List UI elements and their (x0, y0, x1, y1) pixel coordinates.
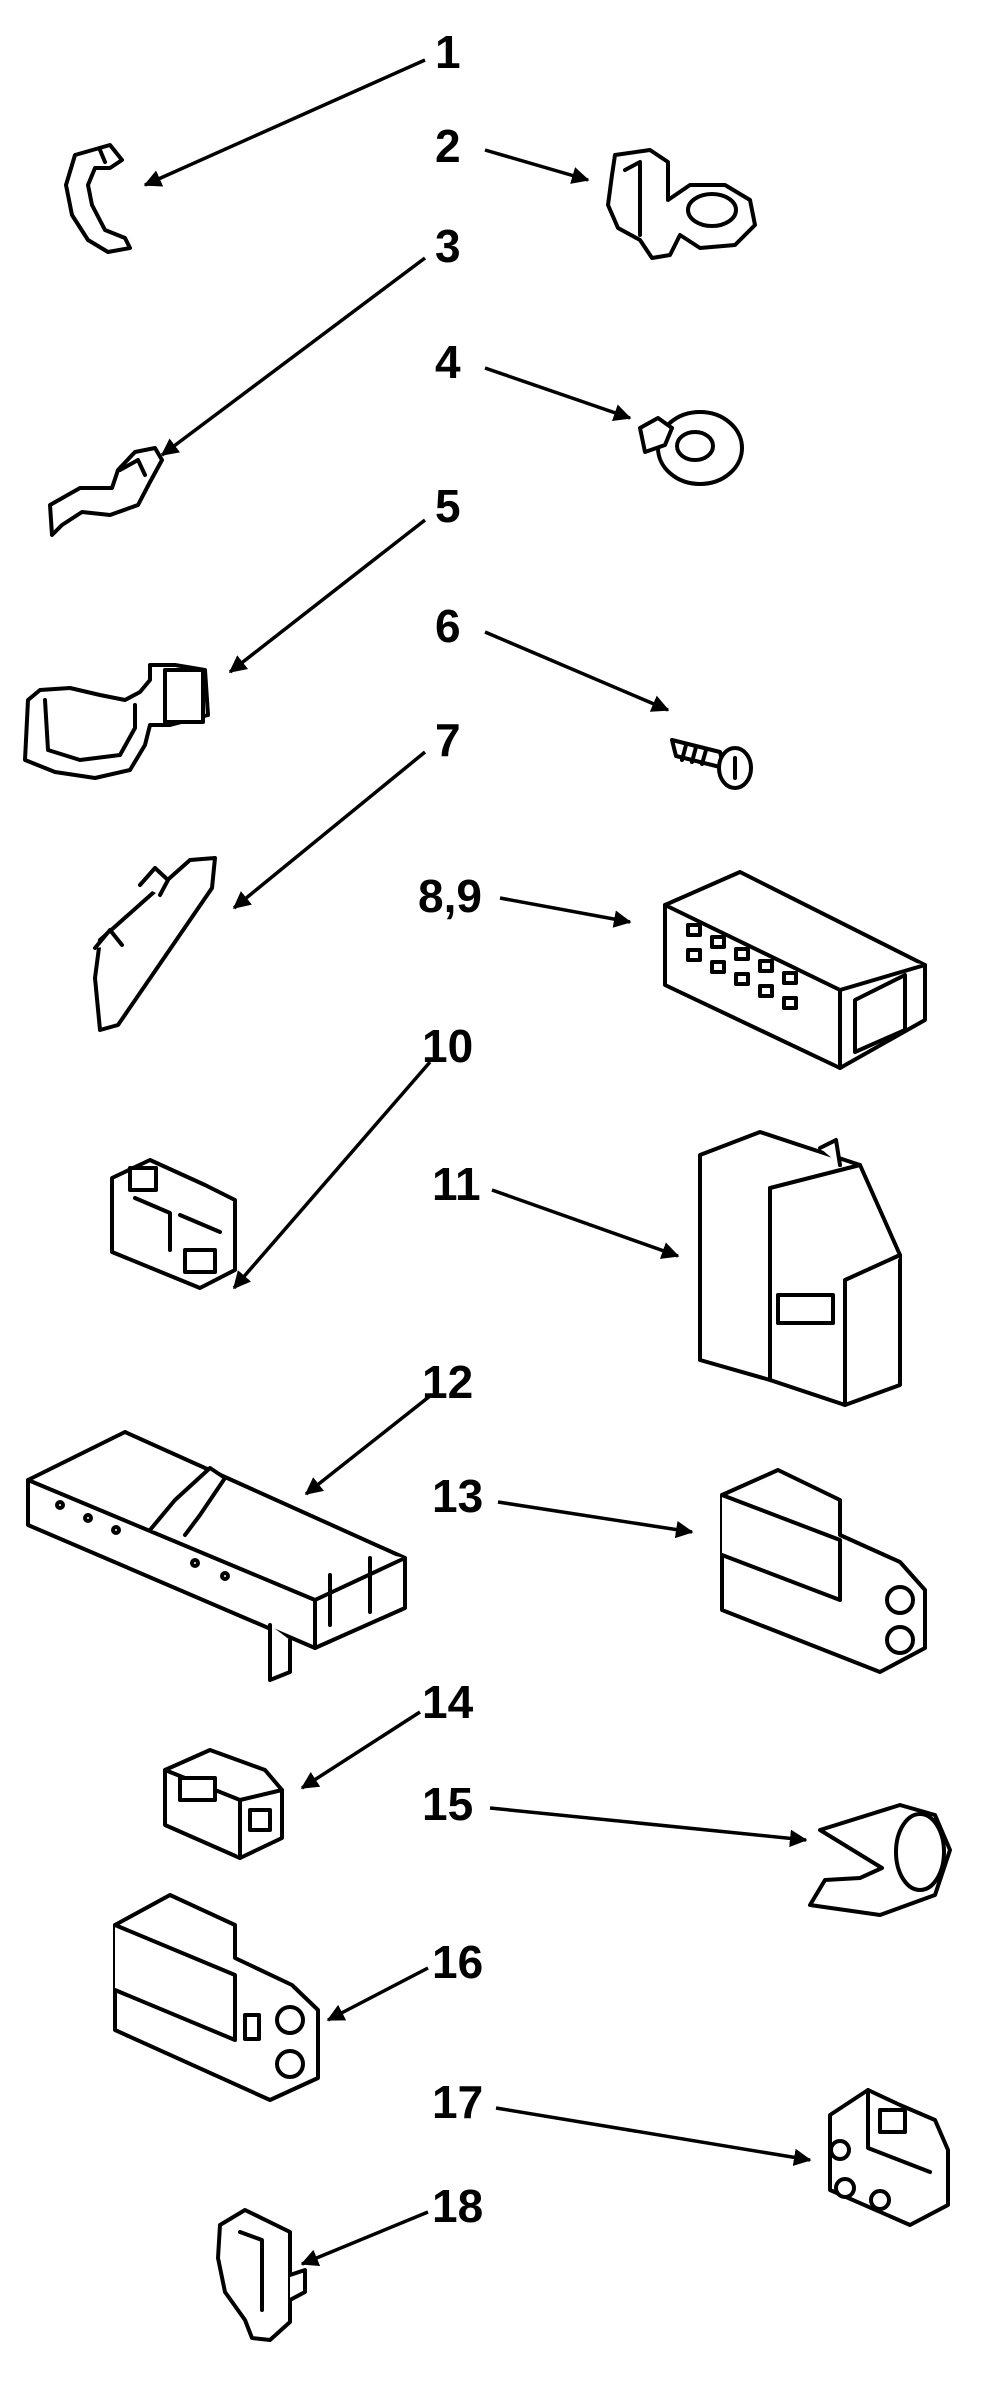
arrow-16 (326, 1966, 429, 2022)
callout-2: 2 (435, 120, 461, 172)
callout-7: 7 (435, 714, 461, 766)
arrow-7 (232, 750, 427, 910)
part-7-clip (93, 856, 217, 1032)
part-1-wire-clip (64, 143, 132, 254)
leader-arrows (143, 58, 812, 2266)
callout-18: 18 (432, 2180, 483, 2232)
part-18-clip (216, 2208, 307, 2342)
callout-13: 13 (432, 1470, 483, 1522)
callout-12: 12 (422, 1356, 473, 1408)
part-17-terminal (828, 2088, 950, 2227)
callout-15: 15 (422, 1778, 473, 1830)
part-15-sleeve (808, 1803, 952, 1917)
part-6-screw (670, 738, 753, 790)
arrow-5 (228, 518, 427, 674)
arrow-17 (495, 2106, 812, 2167)
part-16-connector (113, 1893, 320, 2102)
part-14-connector (163, 1748, 284, 1860)
part-8-9-connector (663, 870, 927, 1070)
callout-11: 11 (432, 1158, 481, 1210)
callout-5: 5 (435, 480, 461, 532)
arrow-13 (497, 1500, 694, 1539)
part-13-connector (720, 1468, 927, 1674)
arrow-1 (143, 58, 426, 187)
arrow-14 (300, 1710, 421, 1790)
arrow-4 (484, 366, 632, 422)
arrow-12 (304, 1394, 432, 1496)
arrow-10 (232, 1060, 432, 1290)
callout-3: 3 (435, 220, 461, 272)
callout-1: 1 (435, 26, 461, 78)
callout-14: 14 (422, 1676, 474, 1728)
callout-17: 17 (432, 2076, 483, 2128)
part-3-wire-clip (48, 446, 164, 537)
arrow-18 (300, 2210, 429, 2266)
part-2-cable-clamp (606, 148, 757, 260)
arrow-8-9 (499, 896, 632, 928)
callout-4: 4 (435, 336, 461, 388)
arrow-3 (160, 256, 427, 457)
part-5-clamp (23, 663, 210, 780)
arrow-2 (484, 148, 590, 184)
part-11-housing (698, 1130, 902, 1407)
callout-6: 6 (435, 600, 461, 652)
part-12-terminal-block (26, 1430, 407, 1682)
part-10-connector (110, 1158, 237, 1290)
pin-holes (686, 923, 798, 1010)
part-4-grommet (638, 410, 744, 486)
callout-8-9: 8,9 (418, 870, 482, 922)
arrow-11 (491, 1188, 680, 1259)
arrow-15 (489, 1806, 808, 1848)
terminal-pins (55, 1500, 230, 1581)
arrow-6 (484, 630, 670, 712)
callout-16: 16 (432, 1936, 483, 1988)
